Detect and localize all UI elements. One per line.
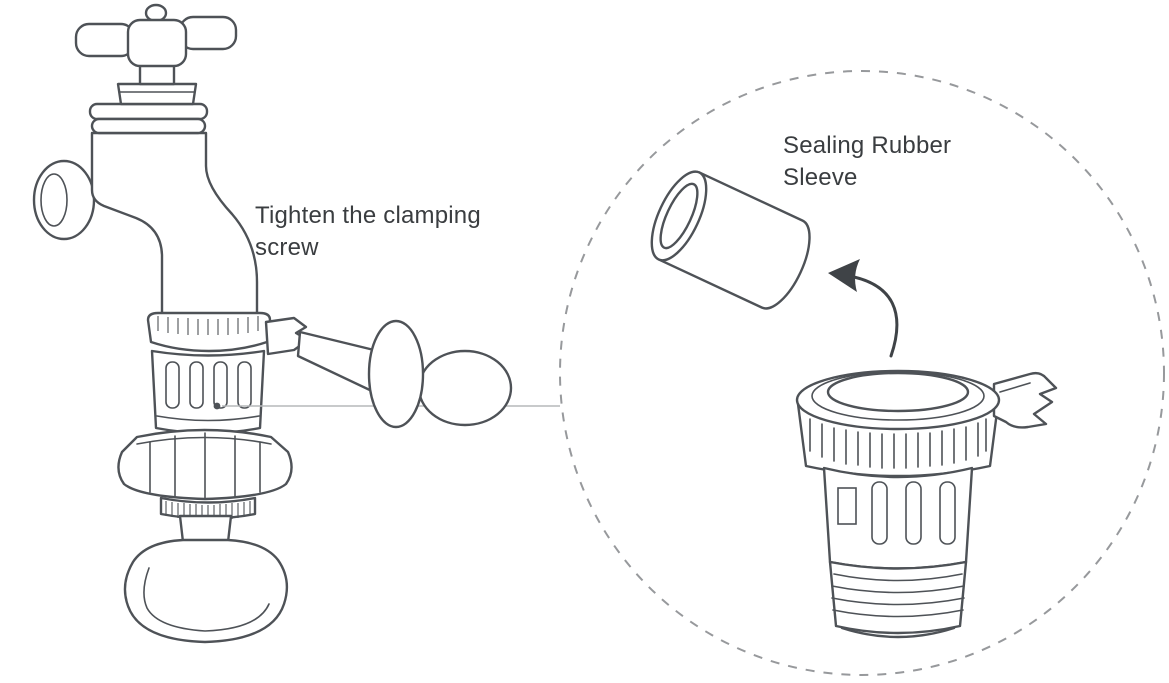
tap-cross-handle <box>74 3 238 68</box>
adapter-detail <box>795 369 1058 639</box>
direction-arrow-icon <box>828 259 899 358</box>
faucet-drawing <box>32 3 560 644</box>
label-clamping-screw: Tighten the clamping screw <box>255 202 481 261</box>
detail-callout-circle <box>559 70 1165 676</box>
sealing-rubber-sleeve <box>650 170 811 310</box>
label-sealing-sleeve: Sealing Rubber Sleeve <box>783 132 952 191</box>
faucet-bonnet <box>88 62 209 135</box>
lock-nut <box>117 428 293 520</box>
faucet-body <box>90 131 259 324</box>
lever-handle <box>123 514 289 644</box>
clamping-screw <box>264 316 513 429</box>
faucet-inlet <box>32 159 96 241</box>
clamping-adapter <box>146 311 272 435</box>
